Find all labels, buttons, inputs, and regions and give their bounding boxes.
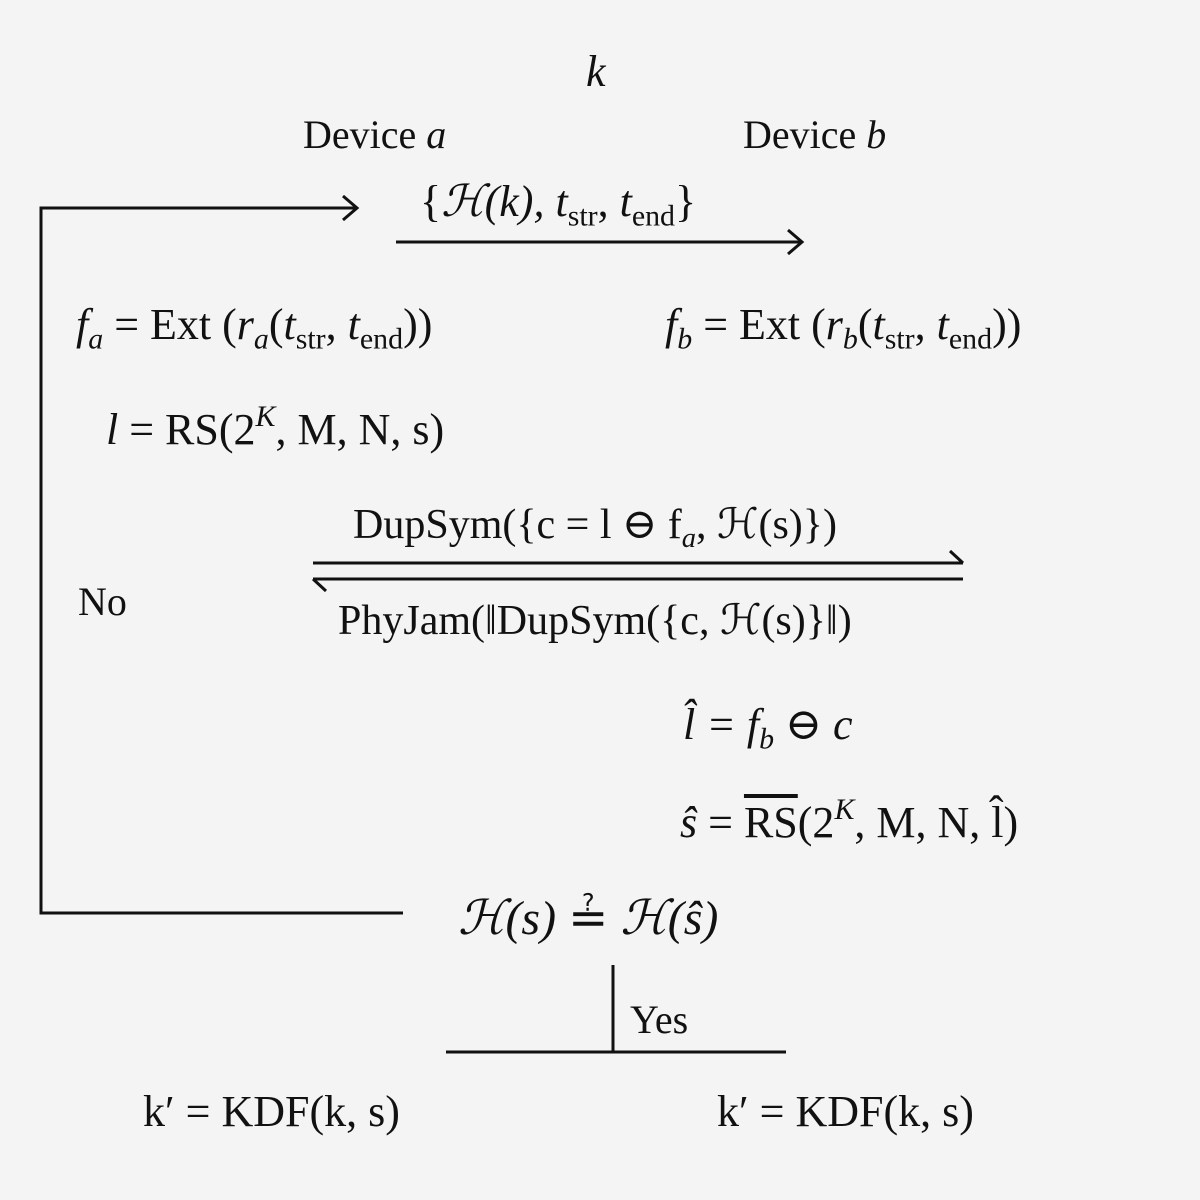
no-loop-arrowhead — [342, 194, 360, 222]
device-a-label: Device a — [303, 112, 447, 157]
hash-check: ℋ(s) ≟ ℋ(ŝ) — [458, 892, 719, 945]
yes-label: Yes — [630, 997, 689, 1042]
fa-equation: fa = Ext (ra(tstr, tend)) — [76, 300, 433, 356]
fb-equation: fb = Ext (rb(tstr, tend)) — [665, 300, 1022, 356]
shat-equation: ŝ = RS(2K, M, N, l̂) — [680, 793, 1019, 847]
device-b-label: Device b — [743, 112, 887, 157]
kdf-left: k′ = KDF(k, s) — [143, 1087, 400, 1136]
msg3-harpoon — [311, 577, 328, 593]
key-symbol: k — [586, 47, 606, 96]
msg2-label: DupSym({c = l ⊖ fa, ℋ(s)}) — [353, 502, 837, 555]
rs-encode-equation: l = RS(2K, M, N, s) — [106, 400, 445, 454]
msg1-label: {ℋ(k), tstr, tend} — [420, 177, 697, 233]
lhat-equation: l̂ = fb ⊖ c — [683, 700, 853, 756]
no-label: No — [78, 579, 127, 624]
kdf-right: k′ = KDF(k, s) — [717, 1087, 974, 1136]
no-loop-line — [39, 206, 403, 915]
msg2-harpoon — [948, 549, 965, 565]
msg1-arrowhead — [787, 228, 805, 256]
msg3-label: PhyJam(‖DupSym({c, ℋ(s)}‖) — [338, 598, 852, 644]
